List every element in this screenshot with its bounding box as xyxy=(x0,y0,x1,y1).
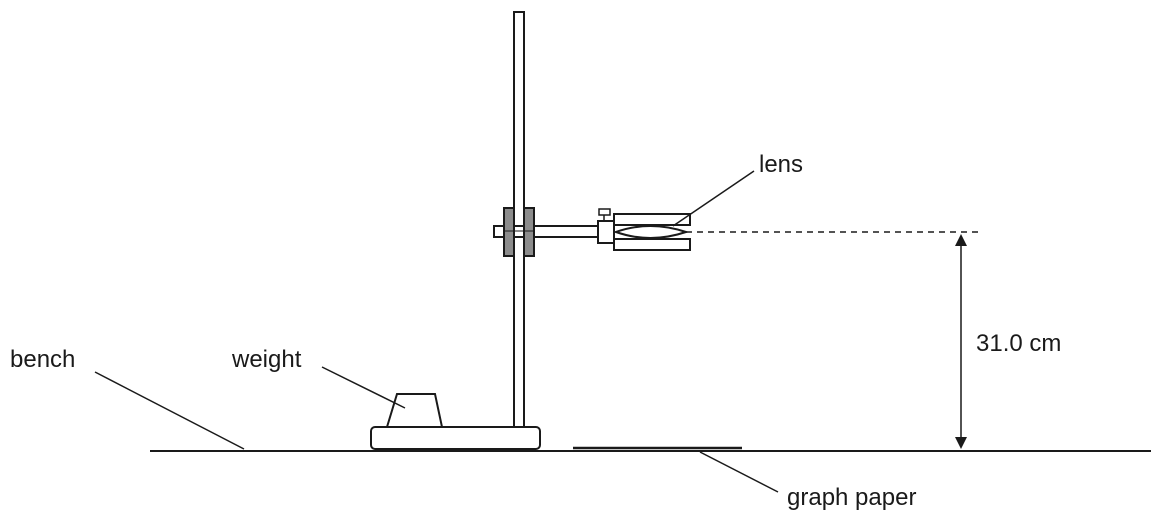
graph-paper-label: graph paper xyxy=(787,484,916,511)
stand-base xyxy=(370,426,541,450)
graph-paper-leader-line xyxy=(699,451,779,493)
lens-leader-line xyxy=(672,170,755,227)
weight-label: weight xyxy=(231,346,302,373)
lens-element xyxy=(612,225,690,239)
lens-label: lens xyxy=(759,151,803,178)
bench-leader-line xyxy=(94,371,245,450)
holder-body xyxy=(597,220,615,244)
thumb-screw-head xyxy=(598,208,611,216)
holder-upper-jaw xyxy=(613,213,691,226)
boss-clamp xyxy=(503,207,535,257)
height-dimension-arrow xyxy=(955,234,967,449)
weight-block xyxy=(385,393,444,428)
boss-clamp-right xyxy=(523,207,535,257)
bench-label: bench xyxy=(10,346,75,373)
stand-rod xyxy=(513,11,525,428)
holder-lower-jaw xyxy=(613,238,691,251)
boss-clamp-left xyxy=(503,207,515,257)
weight-leader-line xyxy=(321,366,406,409)
height-label: 31.0 cm xyxy=(976,330,1061,357)
lens-holder xyxy=(597,208,691,251)
